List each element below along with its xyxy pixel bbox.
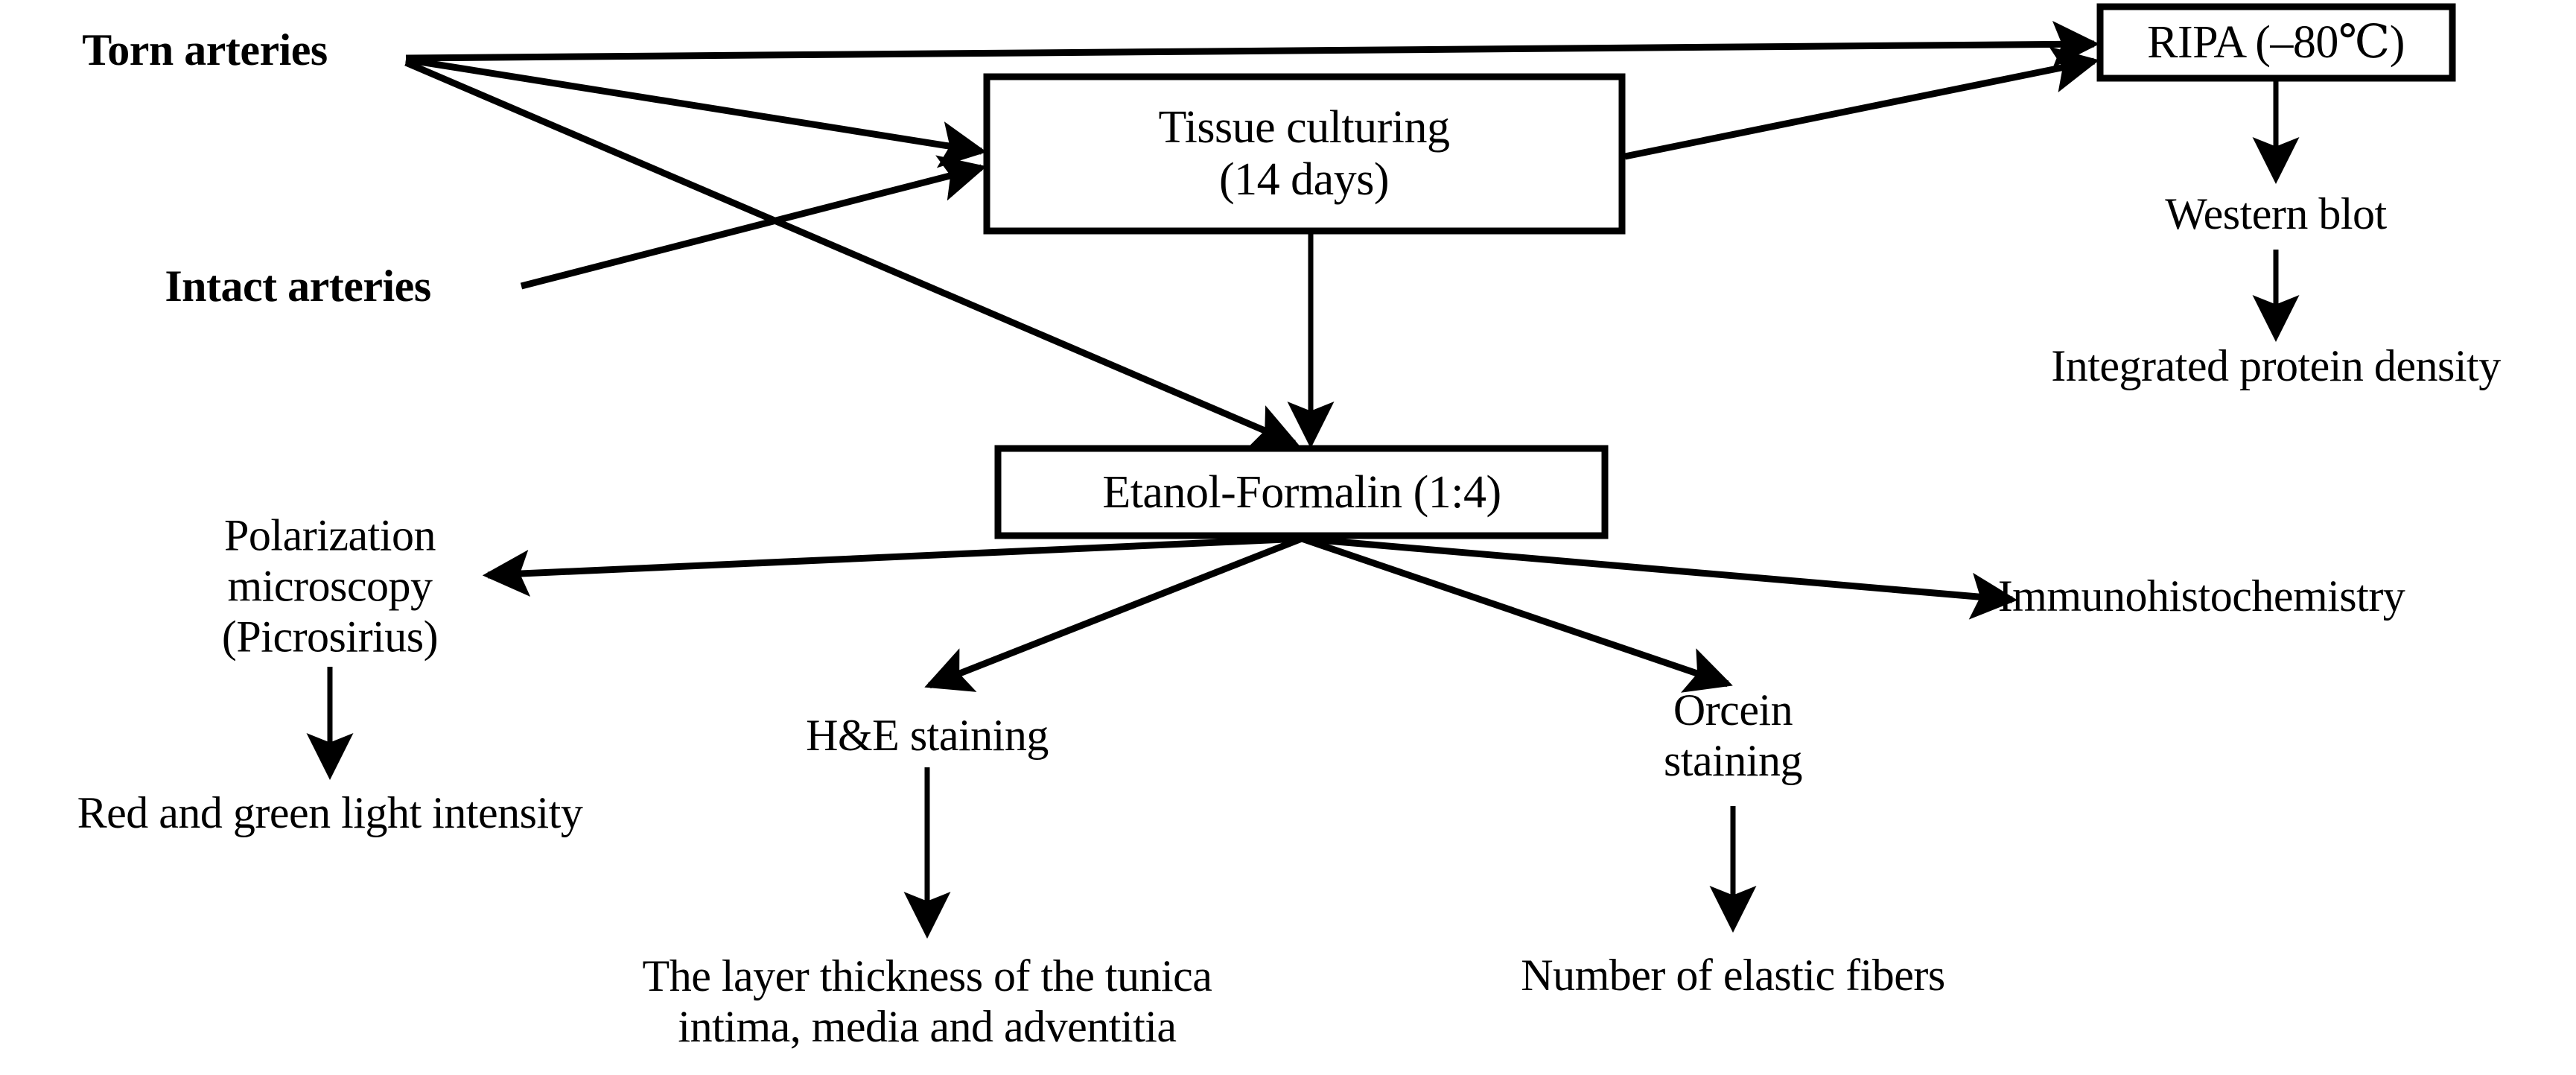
edge-etanol-to-ihc: [1301, 535, 2018, 620]
edge-tissue-to-ripa: [1624, 46, 2100, 160]
node-label-elastic_fibers: Number of elastic fibers: [1521, 951, 1945, 1001]
edge-torn-to-ripa: [405, 20, 2100, 68]
node-label-immunohistochemistry: Immunohistochemistry: [1997, 571, 2405, 621]
flowchart-boxes: [983, 3, 2456, 539]
flowchart-arrows: [306, 20, 2300, 939]
node-label-he_staining: H&E staining: [806, 711, 1049, 761]
node-label-ripa: RIPA (–80℃): [2147, 16, 2405, 68]
node-box-ripa: [2096, 3, 2456, 82]
node-label-red_green_light: Red and green light intensity: [77, 788, 583, 838]
edge-torn-to-tissue: [405, 56, 988, 168]
node-label-intact_arteries: Intact arteries: [165, 261, 431, 311]
node-label-orcein_staining: Orcein staining: [1664, 685, 1803, 785]
edge-torn-to-etanol: [404, 59, 1300, 448]
edge-etanol-to-he: [924, 535, 1303, 692]
node-label-torn_arteries: Torn arteries: [82, 25, 328, 75]
node-label-etanol_formalin: Etanol-Formalin (1:4): [1102, 466, 1501, 518]
node-label-western_blot: Western blot: [2165, 189, 2387, 239]
node-label-tissue_culturing: Tissue culturing (14 days): [1158, 101, 1450, 205]
node-label-layer_thickness: The layer thickness of the tunica intima…: [642, 951, 1212, 1051]
edge-intact-to-tissue: [520, 155, 987, 290]
edge-etanol-to-polar: [482, 535, 1303, 597]
edge-etanol-to-orcein: [1300, 535, 1733, 693]
node-label-integrated_protein_density: Integrated protein density: [2051, 341, 2501, 391]
node-label-polarization_microscopy: Polarization microscopy (Picrosirius): [221, 510, 439, 661]
